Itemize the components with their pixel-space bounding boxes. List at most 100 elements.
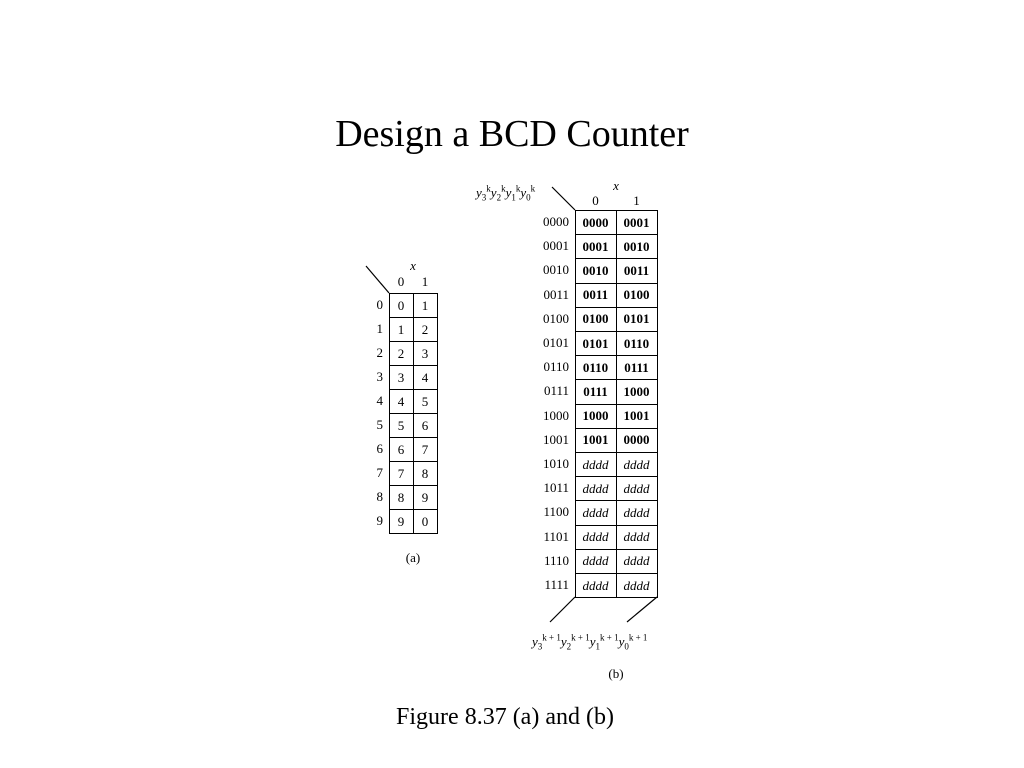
state-cell: dddd	[582, 577, 609, 593]
header-superscript: k	[501, 183, 506, 194]
header-superscript: k + 1	[542, 632, 561, 643]
output-diagonal-right	[626, 596, 658, 623]
row-label: 1111	[544, 577, 569, 592]
header-var: y	[520, 185, 527, 200]
state-cell: dddd	[582, 456, 609, 472]
column-header: 0	[592, 193, 599, 208]
state-cell: 6	[421, 417, 429, 433]
state-cell: 3	[397, 369, 405, 385]
header-superscript: k + 1	[628, 632, 648, 643]
column-header: 1	[633, 193, 640, 208]
row-label: 0101	[543, 335, 569, 350]
state-cell: 1	[397, 321, 405, 337]
state-cell: 7	[397, 465, 405, 481]
row-label: 1000	[543, 407, 569, 423]
header-superscript: k + 1	[571, 632, 590, 643]
state-cell: 6	[397, 441, 405, 457]
grid-column-line	[657, 210, 658, 598]
state-cell: dddd	[623, 480, 650, 496]
row-label: 7	[376, 465, 384, 480]
header-subscript: 3	[481, 192, 487, 203]
grid-column-line	[413, 293, 414, 534]
state-cell: 7	[421, 441, 429, 457]
state-cell: 1001	[582, 432, 609, 448]
state-cell: 0111	[583, 383, 608, 399]
state-cell: 4	[421, 369, 429, 385]
row-label: 0111	[543, 383, 569, 399]
state-cell: dddd	[623, 456, 650, 472]
header-subscript: 0	[526, 192, 531, 203]
header-superscript: k	[486, 183, 491, 194]
row-variables-header: y3ky2ky1ky0k	[476, 183, 576, 203]
row-label: 1100	[543, 504, 569, 520]
header-subscript: 1	[595, 641, 601, 652]
row-label: 5	[376, 417, 384, 432]
corner-diagonal-line	[551, 186, 576, 211]
row-label: 0	[376, 297, 384, 312]
header-subscript: 1	[511, 192, 516, 203]
row-label: 0010	[543, 262, 569, 278]
header-var: y	[532, 634, 538, 649]
state-cell: dddd	[623, 553, 650, 569]
header-var: y	[618, 634, 625, 649]
state-cell: 5	[421, 393, 429, 409]
state-cell: 8	[397, 489, 405, 505]
state-cell: 2	[397, 345, 405, 361]
row-label: 0011	[543, 286, 569, 302]
state-cell: 0	[397, 297, 405, 313]
header-superscript: k	[515, 183, 521, 194]
state-cell: dddd	[582, 553, 609, 569]
row-label: 1	[376, 321, 384, 336]
state-cell: 9	[397, 513, 405, 529]
output-diagonal-left	[549, 596, 576, 623]
state-cell: 0101	[582, 335, 609, 351]
figure-caption: Figure 8.37 (a) and (b)	[396, 704, 614, 730]
column-header: 0	[397, 274, 405, 289]
input-label-x: x	[613, 178, 619, 193]
table-label-b: (b)	[608, 666, 624, 681]
state-cell: 0110	[623, 335, 650, 351]
grid-column-line	[575, 210, 576, 598]
column-header: 1	[421, 274, 429, 289]
row-label: 1101	[543, 528, 569, 544]
corner-diagonal-line	[365, 265, 390, 294]
state-cell: 0	[421, 513, 429, 529]
state-cell: 0111	[624, 359, 649, 375]
state-cell: 2	[421, 321, 429, 337]
slide-title: Design a BCD Counter	[335, 113, 689, 155]
state-cell: 1001	[623, 408, 650, 424]
state-cell: 0011	[623, 262, 650, 278]
header-var: y	[505, 185, 512, 200]
header-subscript: 3	[537, 641, 543, 652]
grid-column-line	[616, 210, 617, 598]
row-label: 1011	[543, 480, 569, 496]
state-cell: 0100	[623, 287, 650, 303]
state-cell: 0011	[582, 287, 609, 303]
header-superscript: k + 1	[600, 632, 619, 643]
row-label: 0100	[543, 310, 569, 326]
state-cell: dddd	[582, 480, 609, 496]
header-subscript: 2	[496, 192, 502, 203]
state-cell: 1	[421, 297, 429, 313]
state-cell: 0000	[582, 214, 609, 230]
row-label: 6	[376, 441, 384, 456]
state-cell: dddd	[623, 577, 650, 593]
state-cell: 8	[421, 465, 429, 481]
state-cell: dddd	[623, 529, 650, 545]
state-cell: 0010	[623, 238, 650, 254]
row-label: 3	[376, 369, 384, 384]
row-label: 9	[376, 513, 384, 528]
header-subscript: 2	[566, 641, 572, 652]
row-label: 8	[376, 489, 384, 504]
state-cell: 0010	[582, 262, 609, 278]
state-cell: 3	[421, 345, 429, 361]
state-cell: 1000	[623, 383, 650, 399]
row-label: 2	[376, 345, 384, 360]
state-cell: 0101	[623, 311, 650, 327]
row-label: 1001	[543, 431, 569, 447]
state-cell: 5	[397, 417, 405, 433]
grid-column-line	[389, 293, 390, 534]
state-cell: 0000	[623, 432, 650, 448]
state-cell: 0100	[582, 311, 609, 327]
